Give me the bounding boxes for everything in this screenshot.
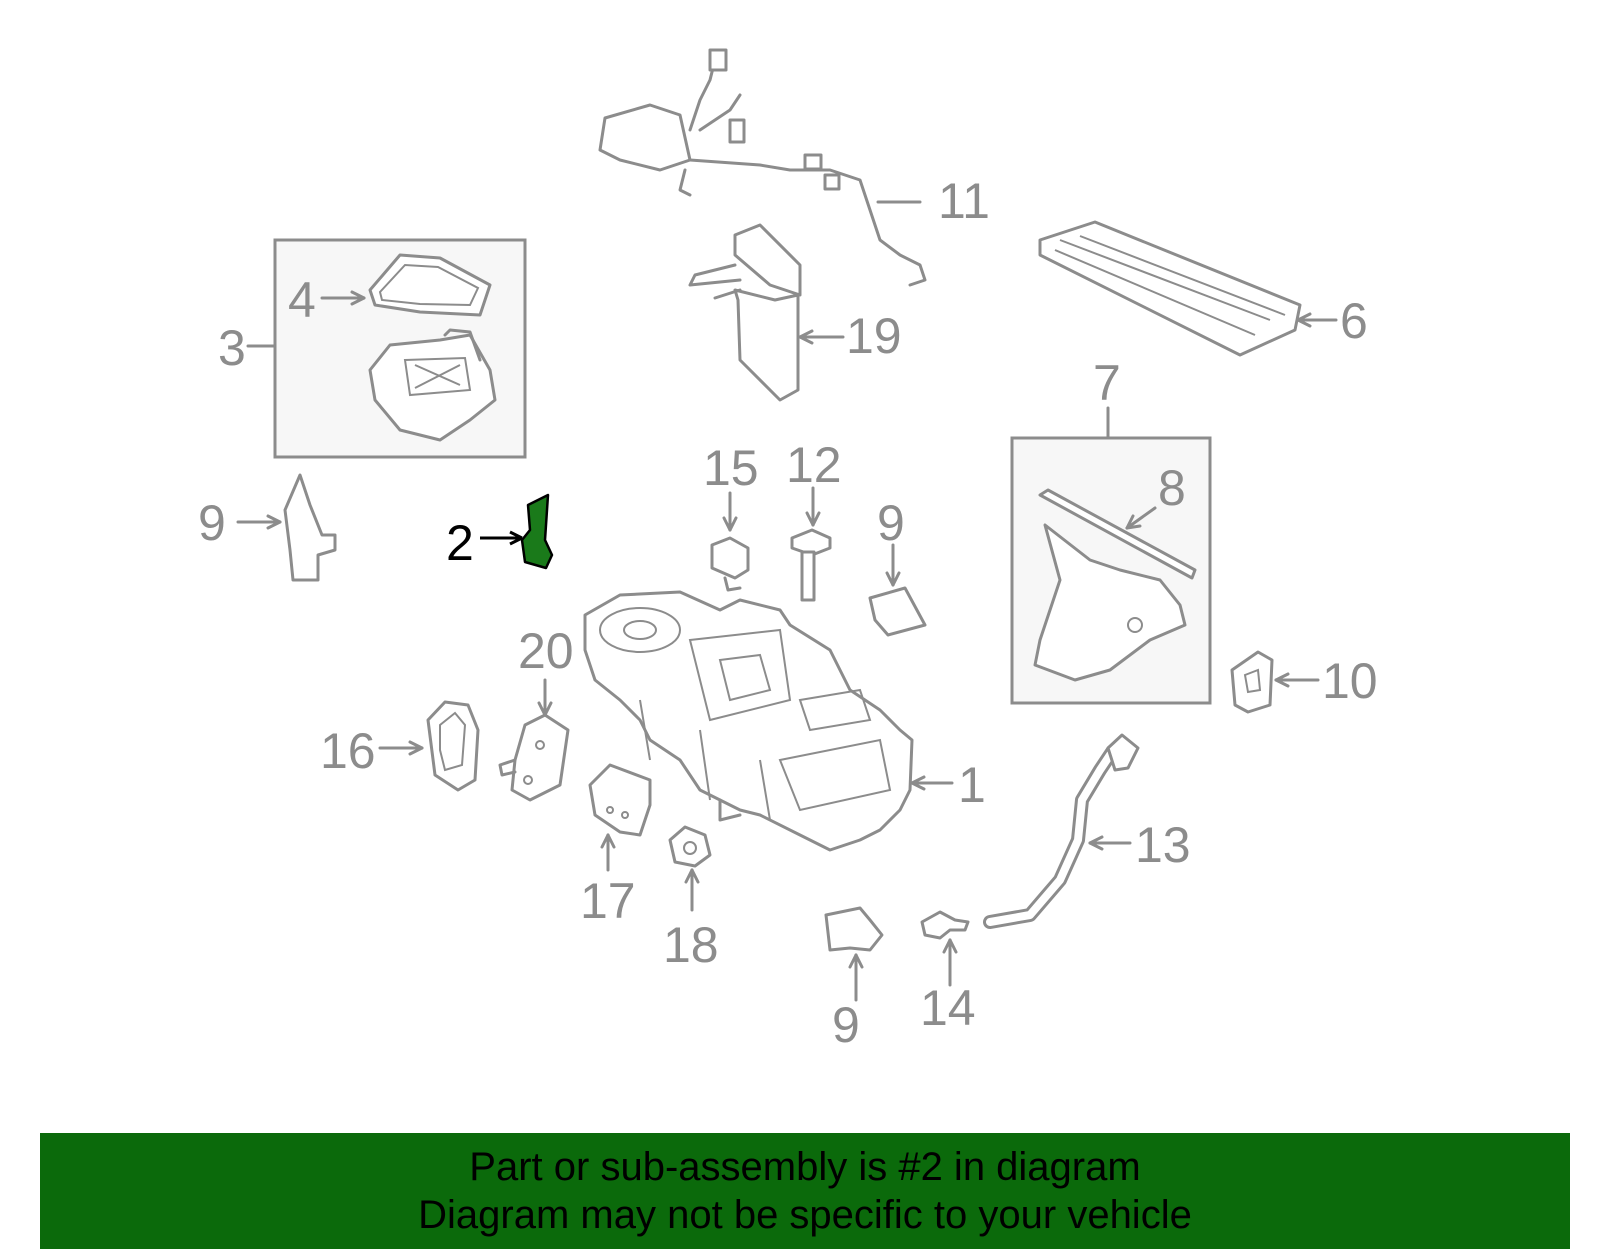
part-11-wiring-harness: 11	[598, 48, 990, 287]
part-9-lower: 10	[1230, 650, 1378, 714]
part-3-blower-assembly: 3 4	[218, 238, 527, 459]
callout-12: 12	[786, 437, 842, 493]
callout-8: 9	[198, 495, 226, 551]
part-17-actuator: 17	[580, 763, 652, 929]
callout-4: 4	[288, 272, 316, 328]
callout-17: 17	[580, 873, 636, 929]
parts-diagram: 11 19 6 3 4 9	[198, 48, 1378, 1053]
callout-13: 13	[1135, 817, 1191, 873]
callout-2: 2	[446, 515, 474, 571]
part-5-cabin-filter: 6	[1038, 220, 1368, 357]
part-18-grommet: 18	[663, 825, 719, 973]
callout-14: 14	[920, 980, 976, 1036]
part-8-bracket: 9	[198, 473, 337, 582]
callout-5: 6	[1340, 293, 1368, 349]
banner-line-part: Part or sub-assembly is #2 in diagram	[469, 1145, 1141, 1189]
callout-1: 1	[958, 757, 986, 813]
part-12-sensor: 12	[786, 437, 842, 602]
callout-9b: 10	[1322, 653, 1378, 709]
callout-20: 20	[518, 623, 574, 679]
part-10-sensor: 9	[824, 906, 884, 1053]
callout-19: 19	[846, 308, 902, 364]
part-15-sensor: 15	[703, 440, 759, 592]
part-19-duct: 19	[688, 223, 902, 402]
part-16-resistor: 16	[320, 700, 480, 792]
part-14-clip: 14	[920, 910, 976, 1036]
part-2-highlighted: 2	[446, 493, 554, 571]
part-1-hvac-housing: 1	[583, 590, 986, 852]
banner-line-disclaimer: Diagram may not be specific to your vehi…	[418, 1193, 1192, 1237]
part-20-actuator: 20	[498, 623, 574, 802]
part-13-drain-hose: 13	[983, 733, 1191, 929]
callout-3: 3	[218, 320, 246, 376]
callout-18: 18	[663, 917, 719, 973]
callout-10: 9	[832, 997, 860, 1053]
callout-11: 11	[938, 173, 990, 229]
part-9-upper: 9	[868, 495, 927, 637]
callout-6: 7	[1093, 355, 1121, 411]
callout-15: 15	[703, 440, 759, 496]
callout-7: 8	[1158, 460, 1186, 516]
part-6-evaporator-case: 7 8	[1010, 355, 1212, 705]
callout-16: 16	[320, 723, 376, 779]
callout-9a: 9	[877, 495, 905, 551]
info-banner: Part or sub-assembly is #2 in diagram Di…	[40, 1133, 1570, 1249]
